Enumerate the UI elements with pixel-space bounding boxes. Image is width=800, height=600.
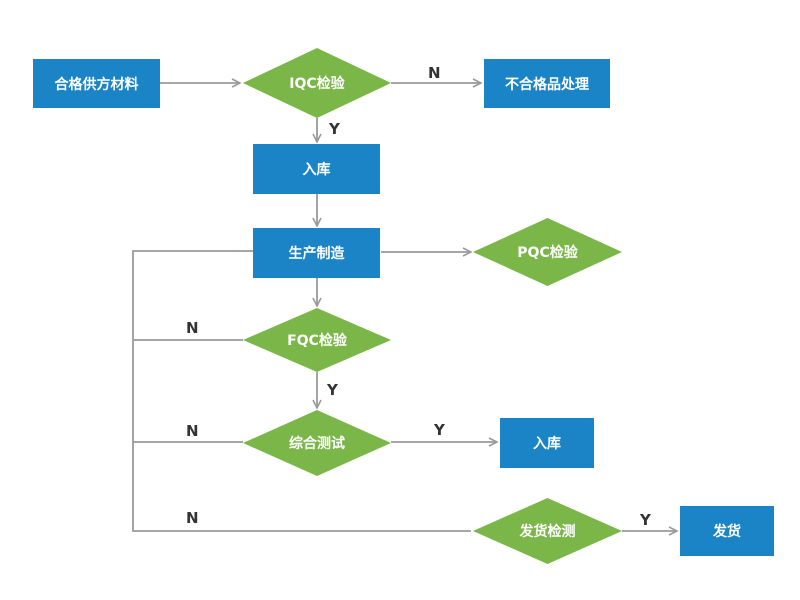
diamond-shape [243, 410, 391, 476]
node-supplier: 合格供方材料 [33, 59, 160, 108]
node-test-label: 综合测试 [289, 436, 345, 452]
diamond-shape [473, 218, 622, 286]
label-test-n: N [186, 422, 199, 440]
node-reject-label: 不合格品处理 [505, 76, 589, 93]
diamond-shape [243, 48, 391, 118]
node-produce: 生产制造 [253, 228, 380, 278]
node-ship: 发货 [680, 506, 774, 556]
label-iqc-y: Y [329, 120, 340, 138]
label-ship-y: Y [640, 511, 651, 529]
node-pqc-label: PQC检验 [517, 245, 578, 261]
label-fqc-y: Y [327, 381, 338, 399]
label-fqc-n: N [186, 319, 199, 337]
edge-feedback-main [132, 250, 471, 532]
node-supplier-label: 合格供方材料 [54, 76, 139, 93]
node-ship-label: 发货 [713, 524, 741, 540]
node-test: 综合测试 [243, 410, 391, 476]
label-iqc-n: N [428, 64, 441, 82]
node-fqc-label: FQC检验 [287, 333, 347, 349]
node-store1: 入库 [253, 144, 380, 194]
node-reject: 不合格品处理 [484, 59, 610, 108]
diamond-shape [243, 308, 391, 372]
diamond-shape [473, 498, 622, 564]
node-produce-label: 生产制造 [288, 246, 345, 262]
node-store2: 入库 [500, 418, 594, 468]
node-store1-label: 入库 [302, 162, 331, 178]
node-iqc-label: IQC检验 [289, 76, 345, 92]
label-test-y: Y [434, 421, 445, 439]
node-store2-label: 入库 [533, 436, 561, 452]
node-fqc: FQC检验 [243, 308, 391, 372]
label-ship-n: N [186, 509, 199, 527]
node-pqc: PQC检验 [473, 218, 622, 286]
node-iqc: IQC检验 [243, 48, 391, 118]
node-shipcheck-label: 发货检测 [519, 524, 576, 540]
node-shipcheck: 发货检测 [473, 498, 622, 564]
